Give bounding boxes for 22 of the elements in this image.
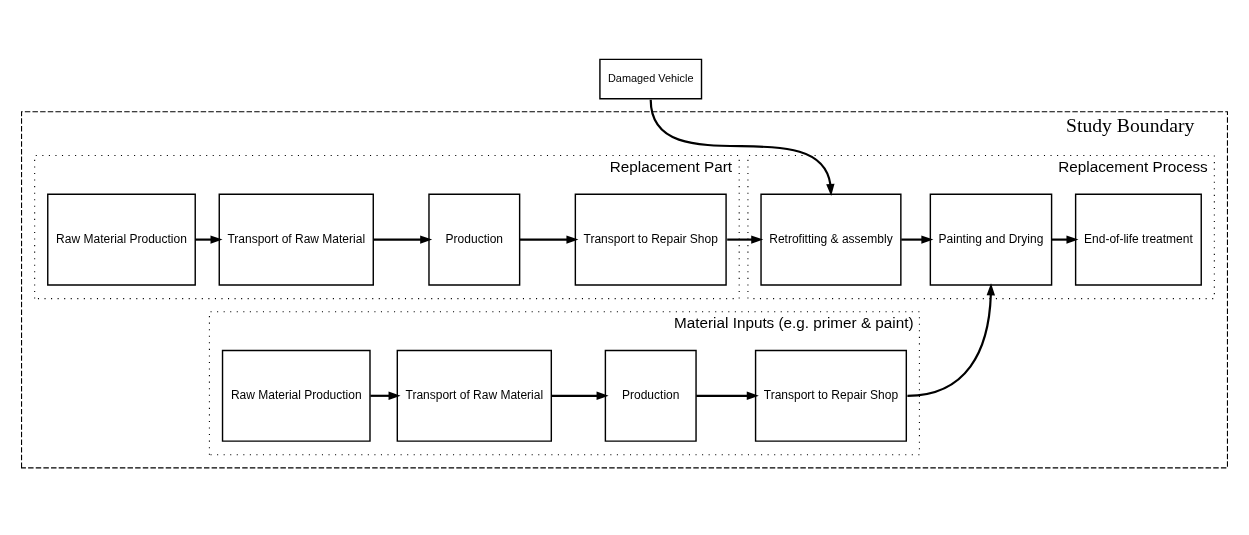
node-box: Transport to Repair Shop <box>574 193 727 286</box>
arrow <box>551 391 609 400</box>
arrow <box>519 234 579 244</box>
node-box: Damaged Vehicle <box>599 58 703 99</box>
arrow <box>696 391 759 400</box>
node-box: Raw Material Production <box>221 349 371 442</box>
node-box: Transport to Repair Shop <box>754 349 908 442</box>
arrow <box>901 234 934 244</box>
arrow <box>373 234 433 244</box>
node-box: Raw Material Production <box>47 193 196 286</box>
arrow <box>649 99 835 196</box>
arrow <box>727 234 764 244</box>
node-box: Painting and Drying <box>929 193 1053 286</box>
node-box: Retrofitting & assembly <box>760 193 902 286</box>
arrow <box>195 234 223 244</box>
node-box: Production <box>428 193 521 286</box>
node-box: End-of-life treatment <box>1074 193 1202 286</box>
arrow <box>907 282 996 397</box>
node-box: Transport of Raw Material <box>218 193 374 286</box>
arrow <box>370 391 401 400</box>
node-box: Production <box>604 349 697 442</box>
node-box: Transport of Raw Material <box>396 349 553 442</box>
